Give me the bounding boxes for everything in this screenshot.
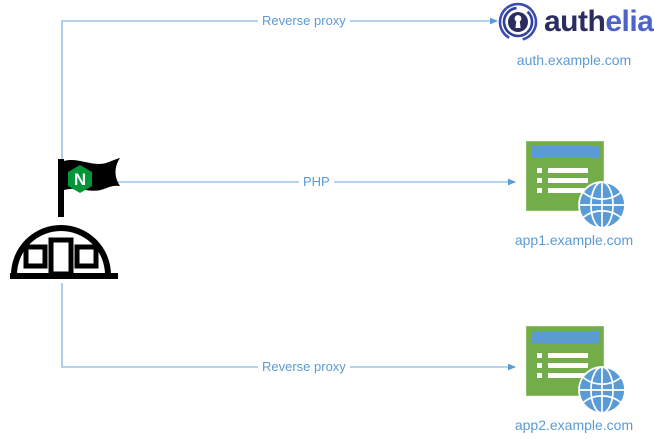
authelia-wordmark-primary: auth <box>544 5 606 38</box>
app1-bullet-2 <box>537 178 542 183</box>
app1-bullet-1 <box>537 168 542 173</box>
host-label-app1: app1.example.com <box>514 232 634 248</box>
app1-bullet-3 <box>537 188 542 193</box>
app2-titlebar <box>532 331 600 343</box>
app1-line-1 <box>548 168 588 173</box>
host-label-auth: auth.example.com <box>516 52 632 68</box>
app2-bullet-2 <box>537 363 542 368</box>
node-app2[interactable] <box>526 326 626 418</box>
app2-globe-icon <box>578 366 626 414</box>
edge-label-reverse-proxy-auth: Reverse proxy <box>258 13 350 29</box>
app1-line-3 <box>548 188 588 193</box>
connector-proxy-to-app2 <box>61 283 516 371</box>
node-nginx-proxy[interactable]: N <box>8 155 128 283</box>
node-authelia[interactable]: authelia <box>496 2 654 42</box>
app2-bullet-3 <box>537 373 542 378</box>
app2-line-3 <box>548 373 588 378</box>
node-app1[interactable] <box>526 141 626 233</box>
app1-line-2 <box>548 178 588 183</box>
app2-line-2 <box>548 363 588 368</box>
authelia-keyhole-icon <box>498 2 538 42</box>
app2-line-1 <box>548 353 588 358</box>
host-label-app2: app2.example.com <box>514 417 634 433</box>
edge-label-reverse-proxy-app2: Reverse proxy <box>258 359 350 375</box>
edge-label-php: PHP <box>299 174 334 190</box>
authelia-wordmark: authelia <box>544 5 654 38</box>
app1-globe-icon <box>578 181 626 229</box>
connector-proxy-to-auth <box>61 17 498 182</box>
app1-titlebar <box>532 146 600 158</box>
nginx-dome-flag-icon: N <box>10 158 120 279</box>
app2-bullet-1 <box>537 353 542 358</box>
authelia-wordmark-secondary: elia <box>605 5 654 38</box>
svg-text:N: N <box>74 170 86 189</box>
